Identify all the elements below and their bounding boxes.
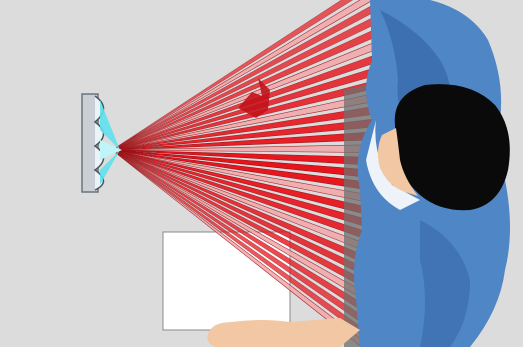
person-hand xyxy=(207,318,360,347)
paper-sheet xyxy=(163,232,290,330)
